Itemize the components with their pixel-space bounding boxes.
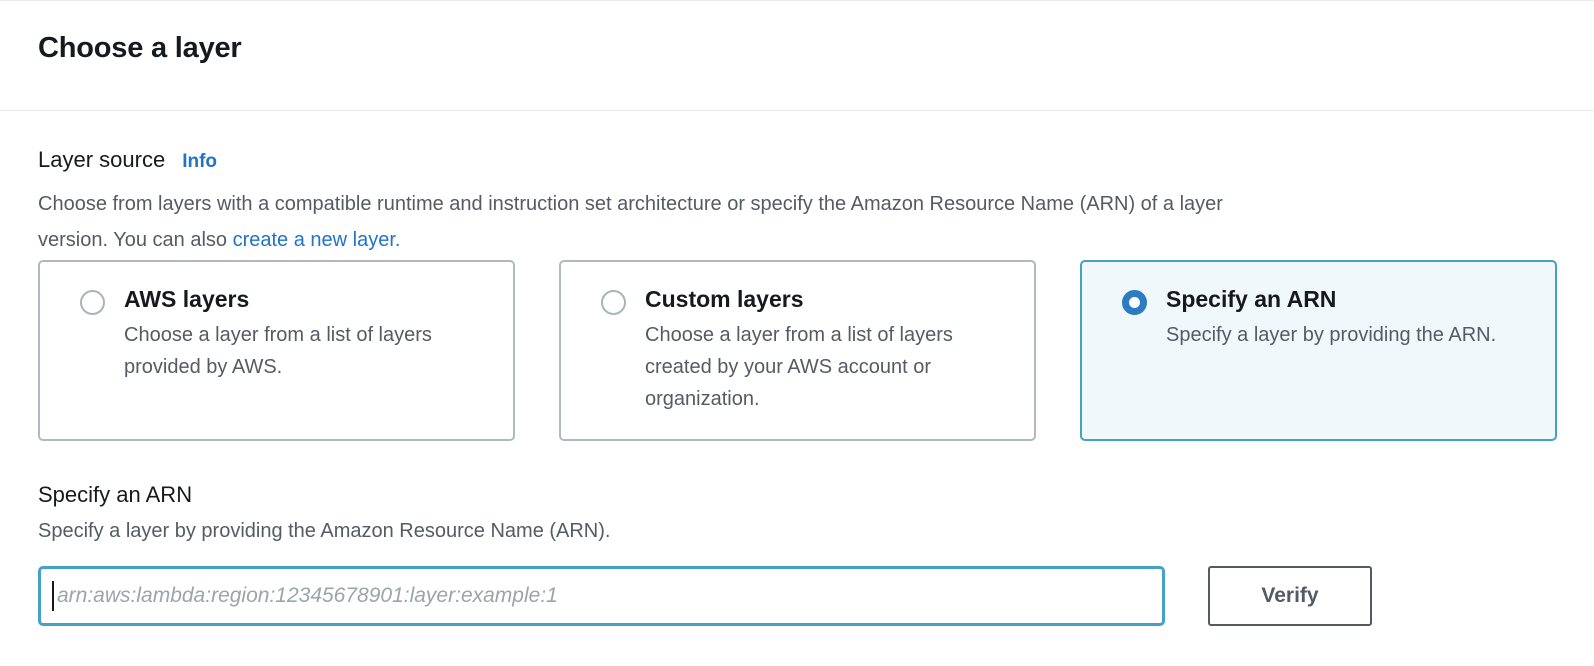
option-title: AWS layers (124, 286, 250, 312)
option-description: Specify a layer by providing the ARN. (1166, 324, 1497, 346)
verify-button[interactable]: Verify (1208, 566, 1372, 626)
page-title: Choose a layer (38, 32, 242, 64)
option-text: AWS layers Choose a layer from a list of… (124, 286, 491, 439)
layer-source-label-row: Layer source Info (38, 147, 217, 173)
option-title: Specify an ARN (1166, 286, 1337, 312)
text-cursor (52, 581, 54, 611)
layer-source-options: AWS layers Choose a layer from a list of… (38, 260, 1557, 441)
create-new-layer-link[interactable]: create a new layer. (232, 229, 401, 251)
option-title: Custom layers (645, 286, 804, 312)
layer-option-aws-layers[interactable]: AWS layers Choose a layer from a list of… (38, 260, 515, 441)
radio-checked-icon[interactable] (1122, 290, 1147, 315)
layer-source-description: Choose from layers with a compatible run… (38, 186, 1223, 258)
description-line-1: Choose from layers with a compatible run… (38, 193, 1223, 215)
arn-input[interactable] (38, 566, 1165, 626)
radio-unchecked-icon[interactable] (80, 290, 105, 315)
option-text: Custom layers Choose a layer from a list… (645, 286, 1012, 439)
layer-option-custom-layers[interactable]: Custom layers Choose a layer from a list… (559, 260, 1036, 441)
arn-input-row: Verify (38, 566, 1372, 626)
specify-arn-description: Specify a layer by providing the Amazon … (38, 520, 611, 542)
option-text: Specify an ARN Specify a layer by provid… (1166, 286, 1496, 439)
specify-arn-heading: Specify an ARN (38, 482, 193, 507)
arn-input-wrap (38, 566, 1165, 626)
layer-source-label: Layer source (38, 147, 166, 172)
radio-unchecked-icon[interactable] (601, 290, 626, 315)
panel-header: Choose a layer (0, 1, 1594, 111)
description-line-2: version. You can also (38, 229, 233, 251)
layer-option-specify-an-arn[interactable]: Specify an ARN Specify a layer by provid… (1080, 260, 1557, 441)
option-description: Choose a layer from a list of layers cre… (645, 324, 953, 410)
info-link[interactable]: Info (182, 151, 218, 172)
option-description: Choose a layer from a list of layers pro… (124, 324, 432, 378)
